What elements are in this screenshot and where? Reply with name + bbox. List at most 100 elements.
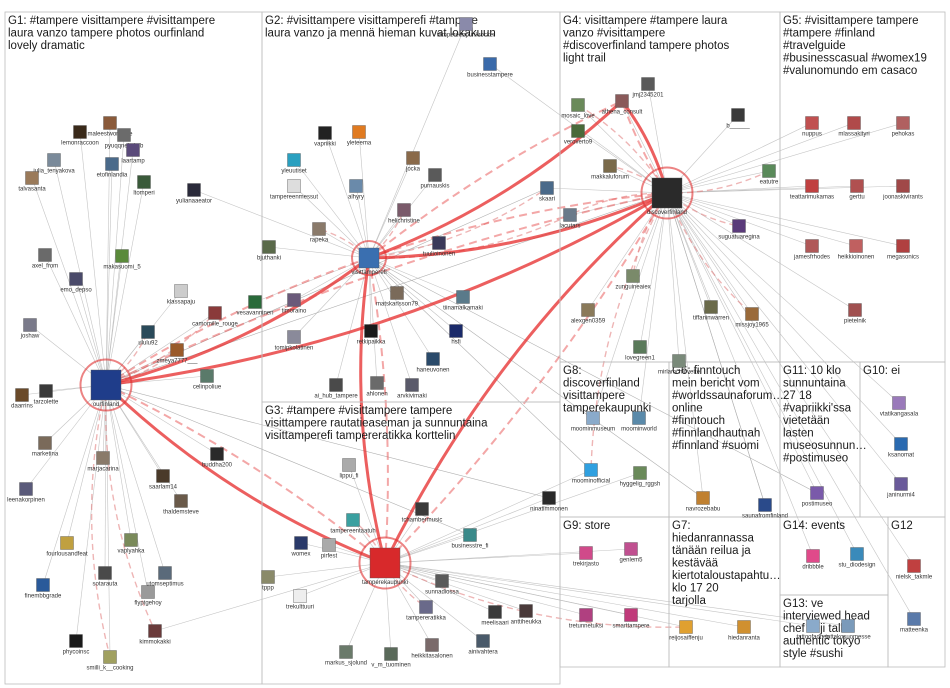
node-matteenka[interactable]: matteenka bbox=[900, 612, 929, 634]
node-leenakorpinen[interactable]: leenakorpinen bbox=[7, 482, 45, 504]
node-megasonics[interactable]: megasonics bbox=[887, 239, 919, 261]
node-tamperekaupunki[interactable]: tamperekaupunki bbox=[358, 536, 412, 590]
node-markus_sjolund[interactable]: markus_sjolund bbox=[325, 645, 367, 667]
node-athena_consult[interactable]: athena_consult bbox=[602, 94, 643, 116]
node-klassapaju[interactable]: klassapaju bbox=[167, 284, 195, 306]
node-joonaskivirants[interactable]: joonaskivirants bbox=[882, 179, 923, 201]
node-tchambermusic[interactable]: tchambermusic bbox=[402, 502, 443, 524]
node-helichristine[interactable]: helichristine bbox=[388, 203, 421, 225]
node-matskarlsson79[interactable]: matskarlsson79 bbox=[376, 286, 419, 308]
node-heikkioinonen[interactable]: heikkioinonen bbox=[838, 239, 875, 261]
node-lacutars[interactable]: lacutars bbox=[559, 208, 581, 230]
node-ksanomat[interactable]: ksanomat bbox=[888, 437, 914, 459]
node-utomseptimus[interactable]: utomseptimus bbox=[146, 566, 184, 588]
node-yleuutiset[interactable]: yleuutiset bbox=[281, 153, 307, 175]
node-tretunnetuksi[interactable]: tretunnetuksi bbox=[569, 608, 603, 630]
node-arvkivimaki[interactable]: arvkivimaki bbox=[397, 378, 427, 400]
node-etofinlandia[interactable]: etofinlandia bbox=[97, 157, 128, 179]
node-vaplyahka[interactable]: vaplyahka bbox=[117, 533, 145, 555]
node-tiffaninwarren[interactable]: tiffaninwarren bbox=[693, 300, 729, 322]
node-tiinamalkamaki[interactable]: tiinamalkamaki bbox=[443, 290, 483, 312]
node-smarttampere[interactable]: smarttampere bbox=[612, 608, 650, 630]
node-laartamp[interactable]: laartamp bbox=[121, 143, 145, 165]
node-moominofficial[interactable]: moominofficial bbox=[572, 463, 610, 485]
node-meelisaari[interactable]: meelisaari bbox=[481, 605, 509, 627]
node-makkaluforum[interactable]: makkaluforum bbox=[591, 159, 629, 181]
node-businesstampere[interactable]: businesstampere bbox=[467, 57, 514, 79]
node-sunnadiossa[interactable]: sunnadiossa bbox=[425, 574, 460, 596]
node-veroverto9[interactable]: veroverto9 bbox=[564, 124, 593, 146]
node-ourfinland[interactable]: ourfinland bbox=[79, 358, 133, 412]
node-finembbgrade[interactable]: finembbgrade bbox=[25, 578, 62, 600]
node-lippu_fi[interactable]: lippu_fi bbox=[339, 458, 359, 480]
node-pehokas[interactable]: pehokas bbox=[892, 116, 915, 138]
node-v_m_tuominen[interactable]: v_m_tuominen bbox=[371, 647, 411, 669]
node-emo_depso[interactable]: emo_depso bbox=[60, 272, 92, 294]
node-makasuomi_5[interactable]: makasuomi_5 bbox=[103, 249, 141, 271]
node-missjoy1965[interactable]: missjoy1965 bbox=[735, 307, 769, 329]
node-tomipkolatinen[interactable]: tomipkolatinen bbox=[275, 330, 314, 352]
node-ainivahtera[interactable]: ainivahtera bbox=[468, 634, 498, 656]
node-vapriikki[interactable]: vapriikki bbox=[314, 126, 336, 148]
node-tppp[interactable]: tppp bbox=[261, 570, 275, 592]
node-tattakosuomesse[interactable]: tattakosuomesse bbox=[825, 619, 871, 641]
node-rapeka[interactable]: rapeka bbox=[310, 222, 329, 244]
node-bjuthanki[interactable]: bjuthanki bbox=[257, 240, 281, 262]
node-alexgen0359[interactable]: alexgen0359 bbox=[571, 303, 606, 325]
node-moominmuseum[interactable]: moominmuseum bbox=[571, 411, 615, 433]
node-tampereratikka[interactable]: tampereratikka bbox=[406, 600, 447, 622]
node-lovegreen1[interactable]: lovegreen1 bbox=[625, 340, 656, 362]
node-teattarimukamas[interactable]: teattarimukamas bbox=[790, 179, 834, 201]
node-tattoofadnes[interactable]: tattoofadnes bbox=[796, 619, 830, 641]
node-zunguineaiex[interactable]: zunguineaiex bbox=[615, 269, 651, 291]
node-tampereenpunkrocker[interactable]: tampereenpunkrocker bbox=[437, 17, 495, 39]
node-pirfest[interactable]: pirfest bbox=[321, 538, 338, 560]
node-smilli_k[interactable]: smilli_k__cooking bbox=[86, 650, 134, 672]
node-marketina[interactable]: marketina bbox=[32, 436, 59, 458]
node-ai_hub_tampere[interactable]: ai_hub_tampere bbox=[314, 378, 358, 400]
node-discoverfinland[interactable]: discoverfinland bbox=[640, 166, 694, 220]
node-joshaw[interactable]: joshaw bbox=[20, 318, 40, 340]
node-tuulioinonen[interactable]: tuulioinonen bbox=[423, 236, 455, 258]
node-mirlamchiovette[interactable]: mirlamchiovette bbox=[658, 354, 701, 376]
node-lemonraccoon[interactable]: lemonraccoon bbox=[61, 125, 99, 147]
node-postimuseo[interactable]: postimuseo bbox=[802, 486, 833, 508]
node-jocka[interactable]: jocka bbox=[405, 151, 421, 173]
node-visittamperefi[interactable]: visittamperefi bbox=[351, 240, 387, 276]
node-ahlonen[interactable]: ahlonen bbox=[366, 376, 388, 398]
node-reijosaiffenju[interactable]: reijosaiffenju bbox=[669, 620, 703, 642]
node-genlem5[interactable]: genlem5 bbox=[619, 542, 643, 564]
node-timoraino[interactable]: timoraino bbox=[282, 293, 307, 315]
node-saunafromfinland[interactable]: saunafromfinland bbox=[742, 498, 788, 520]
node-retkipaikka[interactable]: retkipaikka bbox=[357, 324, 386, 346]
node-suguatuaregina[interactable]: suguatuaregina bbox=[718, 219, 760, 241]
node-womex[interactable]: womex bbox=[290, 536, 311, 558]
node-nuppus[interactable]: nuppus bbox=[802, 116, 822, 138]
node-trekulttuuri[interactable]: trekulttuuri bbox=[286, 589, 314, 611]
node-hiedanranta[interactable]: hiedanranta bbox=[728, 620, 761, 642]
node-hsfi[interactable]: hsfi bbox=[449, 324, 463, 346]
node-hyggelig_rggsh[interactable]: hyggelig_rggsh bbox=[620, 466, 661, 488]
node-dribbble[interactable]: dribbble bbox=[802, 549, 824, 571]
node-buddha200[interactable]: buddha200 bbox=[202, 447, 233, 469]
node-ninatimmonen[interactable]: ninatimmonen bbox=[530, 491, 568, 513]
node-eatutre[interactable]: eatutre bbox=[760, 164, 779, 186]
node-vtatikangasala[interactable]: vtatikangasala bbox=[880, 396, 919, 418]
node-maleestworzenie[interactable]: maleestworzenie bbox=[87, 116, 133, 138]
node-gerttu[interactable]: gerttu bbox=[849, 179, 865, 201]
node-businesstre_fi[interactable]: businesstre_fi bbox=[451, 528, 489, 550]
node-camomille_rouge[interactable]: camomille_rouge bbox=[192, 306, 239, 328]
node-stu_diodesign[interactable]: stu_diodesign bbox=[838, 547, 876, 569]
node-sotarauta[interactable]: sotarauta bbox=[92, 566, 118, 588]
node-fourlousandfeat[interactable]: fourlousandfeat bbox=[46, 536, 88, 558]
node-purnauskis[interactable]: purnauskis bbox=[420, 168, 450, 190]
node-haneuvonen[interactable]: haneuvonen bbox=[416, 352, 450, 374]
node-tampereenmessut[interactable]: tampereenmessut bbox=[270, 179, 318, 201]
node-b_____[interactable]: b______ bbox=[726, 108, 750, 130]
node-skaari[interactable]: skaari bbox=[539, 181, 555, 203]
node-mosaic_love[interactable]: mosaic_love bbox=[561, 98, 595, 120]
node-talvasanta[interactable]: talvasanta bbox=[18, 171, 46, 193]
node-pietelnik[interactable]: pietelnik bbox=[844, 303, 867, 325]
node-jamesfrhodes[interactable]: jamesfrhodes bbox=[793, 239, 830, 261]
node-alhyry[interactable]: alhyry bbox=[348, 179, 364, 201]
